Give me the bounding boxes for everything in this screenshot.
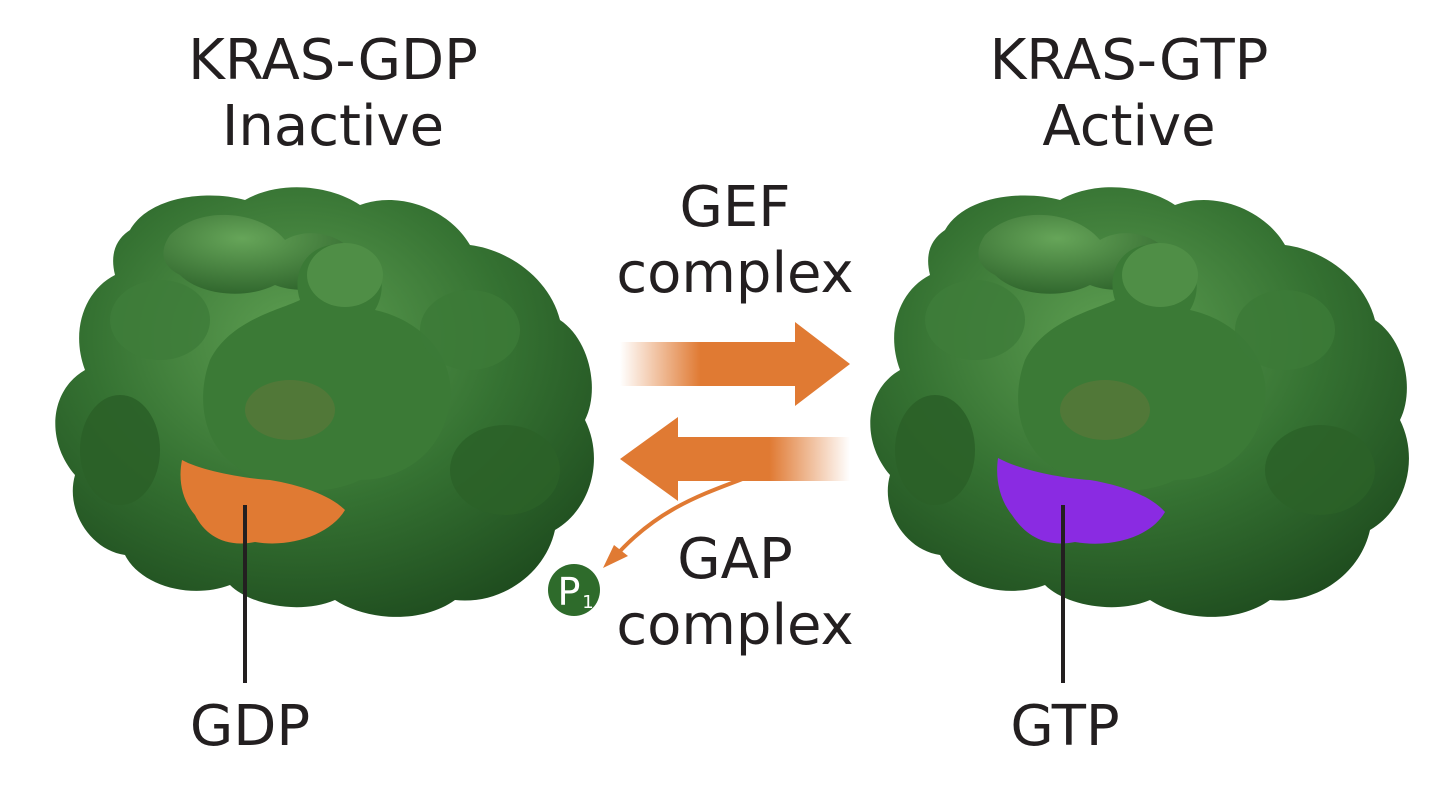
- kras-gdp-title-line1: KRAS-GDP: [188, 28, 478, 93]
- gap-complex-label: GAP complex: [585, 527, 885, 659]
- gdp-label: GDP: [189, 694, 311, 759]
- gap-label-line2: complex: [616, 593, 854, 658]
- protein-bump-left-5: [420, 290, 520, 370]
- kras-gtp-title-line2: Active: [1042, 94, 1216, 159]
- protein-bump-left-4: [450, 425, 560, 515]
- phosphate-symbol: P: [558, 570, 581, 614]
- protein-bump-left-2: [245, 380, 335, 440]
- gef-label-line2: complex: [616, 241, 854, 306]
- gtp-pocket: [997, 458, 1165, 544]
- protein-bump-right-5: [1235, 290, 1335, 370]
- protein-bump-left-6: [110, 280, 210, 360]
- kras-gdp-title: KRAS-GDP Inactive: [133, 28, 533, 160]
- gef-label-line1: GEF: [679, 175, 791, 240]
- kras-gtp-protein: [870, 187, 1409, 683]
- protein-bump-right-1: [1122, 243, 1198, 307]
- gdp-pocket: [180, 460, 345, 544]
- phosphate-icon: P 1: [548, 564, 600, 616]
- gtp-label: GTP: [1010, 694, 1120, 759]
- gap-label-line1: GAP: [677, 527, 793, 592]
- protein-bump-left-1: [307, 243, 383, 307]
- protein-bump-left-3: [80, 395, 160, 505]
- gef-arrow: [620, 322, 850, 406]
- kras-gtp-title-line1: KRAS-GTP: [989, 28, 1269, 93]
- phosphate-release-arrow: [603, 476, 746, 568]
- kras-gtp-title: KRAS-GTP Active: [929, 28, 1329, 160]
- protein-bump-right-2: [1060, 380, 1150, 440]
- protein-bump-right-4: [1265, 425, 1375, 515]
- kras-gdp-title-line2: Inactive: [221, 94, 445, 159]
- phosphate-subscript: 1: [582, 592, 593, 613]
- kras-gdp-protein: [55, 187, 594, 683]
- protein-bump-right-6: [925, 280, 1025, 360]
- protein-bump-right-3: [895, 395, 975, 505]
- gef-complex-label: GEF complex: [585, 175, 885, 307]
- gap-arrow: [620, 417, 850, 501]
